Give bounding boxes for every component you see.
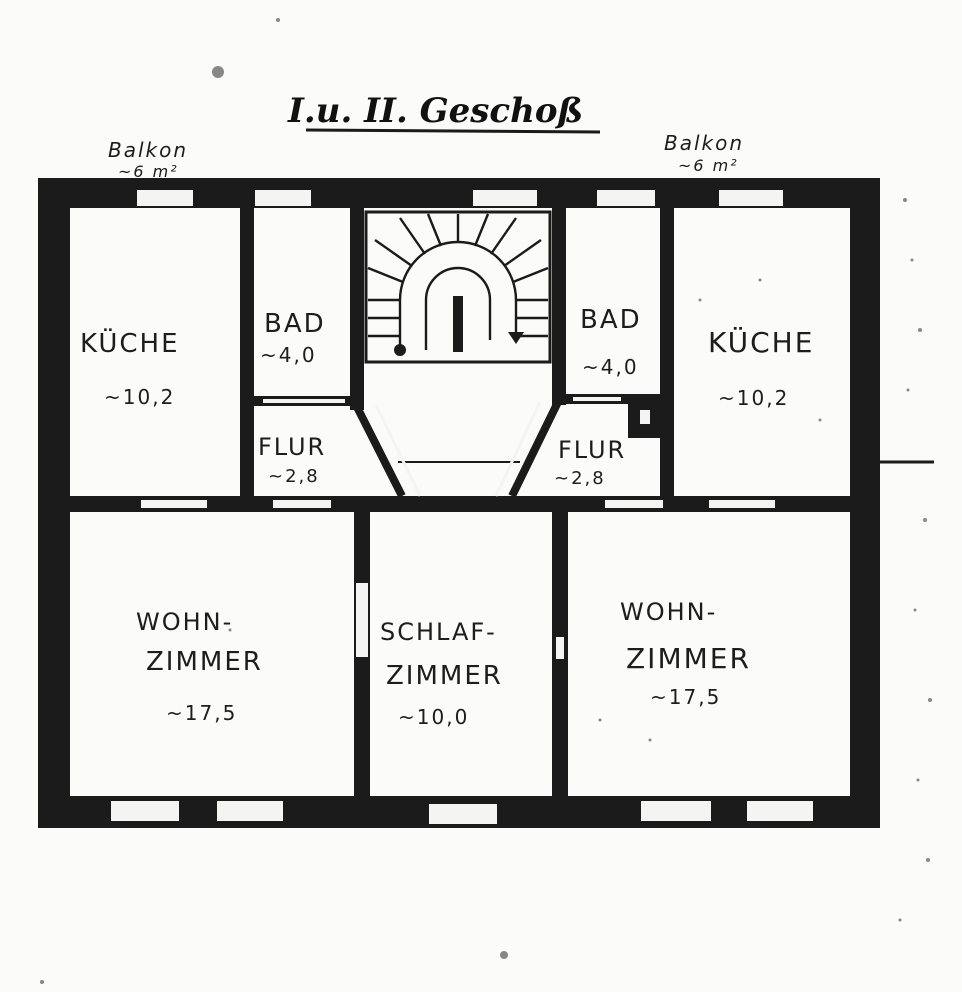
- room-schlafzimmer: SCHLAF- ZIMMER ~10,0: [380, 618, 503, 729]
- windows-bottom: [109, 799, 815, 826]
- room-name: KÜCHE: [80, 327, 180, 359]
- balcony-right-area: ~6 m²: [678, 156, 739, 175]
- room-bad-left: BAD ~4,0: [260, 309, 326, 367]
- room-area: ~2,8: [554, 468, 606, 489]
- windows-top: [135, 188, 785, 208]
- room-bad-right: BAD ~4,0: [580, 305, 642, 379]
- room-name: FLUR: [558, 436, 626, 464]
- room-area: ~10,2: [104, 385, 175, 409]
- room-name: BAD: [264, 309, 326, 339]
- room-name: BAD: [580, 305, 642, 335]
- staircase: [352, 210, 562, 498]
- room-name-line1: WOHN-: [620, 598, 717, 626]
- room-area: ~2,8: [268, 466, 320, 487]
- room-area: ~17,5: [166, 701, 237, 725]
- room-flur-left: FLUR ~2,8: [258, 433, 326, 487]
- scan-noise: [40, 18, 932, 984]
- room-name-line2: ZIMMER: [386, 661, 503, 691]
- room-flur-right: FLUR ~2,8: [554, 436, 626, 489]
- balcony-left-area: ~6 m²: [118, 162, 179, 181]
- room-area: ~10,0: [398, 705, 469, 729]
- room-name-line2: ZIMMER: [626, 642, 751, 675]
- room-wohnzimmer-right: WOHN- ZIMMER ~17,5: [620, 598, 751, 709]
- room-name-line1: SCHLAF-: [380, 618, 497, 646]
- room-name-line2: ZIMMER: [146, 647, 263, 677]
- room-area: ~4,0: [582, 355, 639, 379]
- balcony-right-label: Balkon: [664, 131, 744, 155]
- balcony-left-label: Balkon: [108, 138, 188, 162]
- room-kueche-right: KÜCHE ~10,2: [708, 325, 814, 410]
- title-underline: [305, 128, 601, 134]
- room-kueche-left: KÜCHE ~10,2: [80, 327, 180, 409]
- room-wohnzimmer-left: WOHN- ZIMMER ~17,5: [136, 608, 263, 725]
- plan-title: I.u. II. Geschoß: [287, 91, 583, 131]
- room-name: FLUR: [258, 433, 326, 461]
- interior-openings: [139, 395, 777, 661]
- room-name-line1: WOHN-: [136, 608, 233, 636]
- room-area: ~10,2: [718, 386, 789, 410]
- room-area: ~17,5: [650, 685, 721, 709]
- room-name: KÜCHE: [708, 325, 814, 359]
- room-area: ~4,0: [260, 343, 317, 367]
